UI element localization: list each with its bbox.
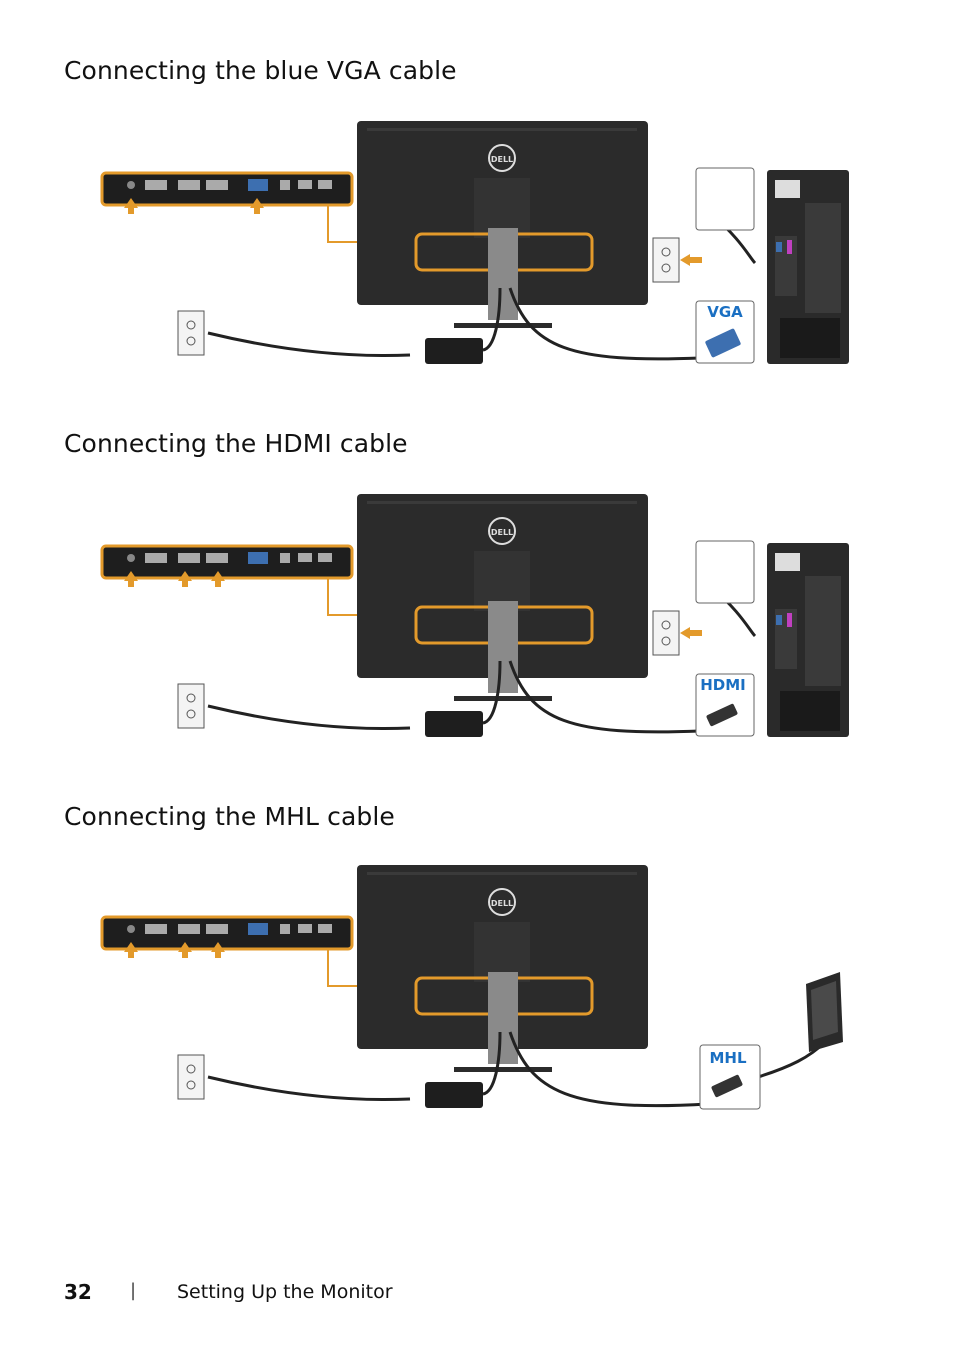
wall-outlet-right [652,610,680,656]
dell-logo: DELL [491,899,513,908]
footer-separator: | [130,1280,137,1301]
monitor-back: DELL [357,121,648,328]
vga-connection-diagram: DELL VGA [90,118,860,388]
desktop-pc [767,170,849,364]
monitor-back: DELL [357,865,648,1072]
dell-logo: DELL [491,528,513,537]
vga-diagram-svg: DELL VGA [100,121,849,364]
page-number: 32 [64,1280,92,1304]
section-title-vga: Connecting the blue VGA cable [64,56,457,85]
chapter-title: Setting Up the Monitor [177,1281,393,1303]
wall-outlet-right [652,237,680,283]
hdmi-diagram-svg: DELL HDMI [100,494,849,737]
monitor-port-panel [100,171,354,207]
connector-label-hdmi: HDMI [700,676,746,694]
monitor-port-panel [100,915,354,951]
wall-outlet-left [177,1054,205,1100]
wall-outlet-left [177,310,205,356]
port-arrows [124,571,225,587]
monitor-port-panel [100,544,354,580]
smartphone [806,972,843,1052]
monitor-back: DELL [357,494,648,701]
port-arrows [124,942,225,958]
port-arrows [124,198,264,214]
hdmi-connection-diagram: DELL HDMI [90,491,860,761]
desktop-pc [767,543,849,737]
connector-label-vga: VGA [707,303,743,321]
wall-outlet-left [177,683,205,729]
dell-logo: DELL [491,155,513,164]
connector-label-mhl: MHL [709,1049,746,1067]
section-title-mhl: Connecting the MHL cable [64,802,395,831]
section-title-hdmi: Connecting the HDMI cable [64,429,408,458]
mhl-connection-diagram: DELL MHL [90,862,860,1132]
mhl-diagram-svg: DELL MHL [100,865,843,1110]
